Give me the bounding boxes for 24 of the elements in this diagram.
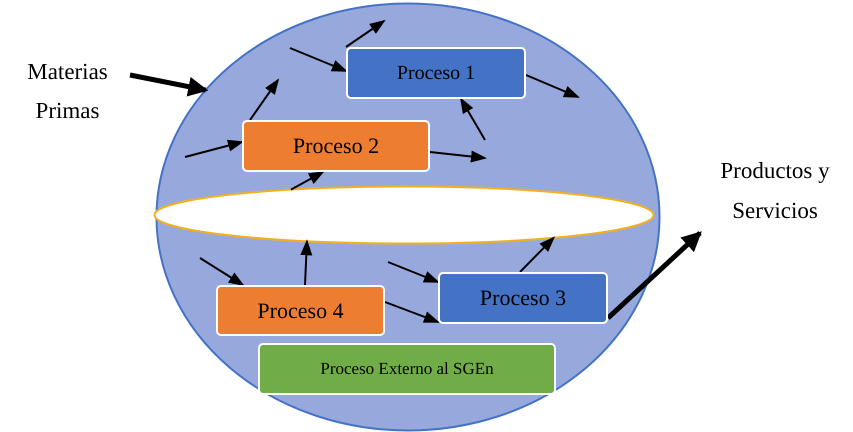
input-label: Materias Primas (5, 56, 130, 126)
system-ellipse (155, 2, 661, 432)
arrow (300, 239, 312, 286)
process-box: Proceso 1 (346, 47, 526, 99)
arrow (290, 171, 325, 190)
arrow (430, 150, 487, 162)
arrow (130, 72, 208, 96)
arrow (460, 97, 486, 140)
arrow (345, 20, 386, 48)
arrow (199, 257, 245, 286)
process-box: Proceso 4 (216, 285, 385, 336)
arrow (606, 231, 702, 320)
arrow (519, 236, 556, 273)
external-process-box: Proceso Externo al SGEn (258, 343, 556, 395)
arrow (249, 78, 280, 121)
arrow (526, 74, 580, 98)
process-box: Proceso 3 (438, 272, 608, 324)
arrow (384, 301, 440, 323)
arrow (388, 261, 440, 283)
arrow (290, 47, 348, 72)
process-box: Proceso 2 (242, 120, 430, 172)
inner-ellipse (153, 185, 655, 245)
output-label: Productos y Servicios (700, 148, 850, 233)
arrow (184, 140, 244, 158)
